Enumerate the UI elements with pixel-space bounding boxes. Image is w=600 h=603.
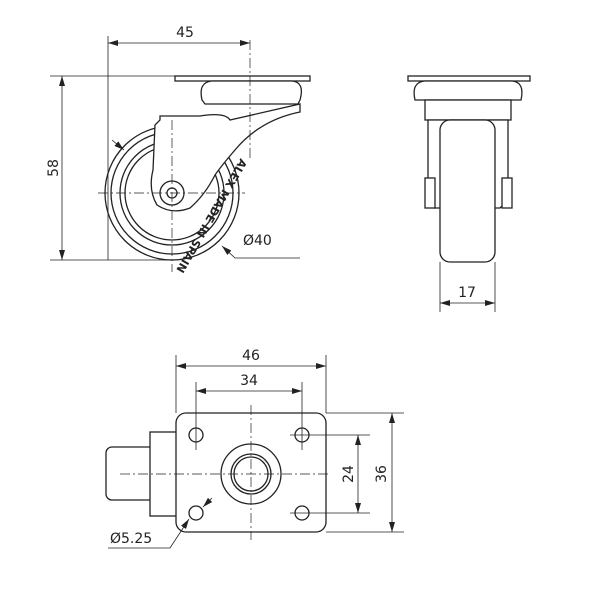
dim-58: 58: [46, 159, 62, 177]
dim-dia-5-25: Ø5.25: [110, 531, 152, 547]
dim-46: 46: [242, 348, 260, 364]
dim-45: 45: [176, 25, 194, 41]
dim-36: 36: [374, 465, 390, 483]
swivel-hub: [200, 80, 303, 105]
side-view: 17: [407, 75, 531, 312]
front-view: ALEX MADE IN SPAIN 45 58 Ø40: [46, 25, 311, 275]
side-axle-right: [501, 177, 513, 209]
top-view: 46 34 24 36 Ø5.25: [105, 348, 404, 549]
side-plate: [407, 75, 531, 82]
hole-dia-leader: [108, 518, 190, 549]
mounting-hole: [188, 505, 204, 521]
side-hub: [413, 80, 523, 101]
side-axle-left: [424, 177, 436, 209]
dim-17: 17: [458, 285, 476, 301]
dim-34: 34: [240, 373, 258, 389]
dia-leader: [221, 245, 300, 259]
dia-arrow: [111, 139, 125, 151]
dim-24: 24: [341, 465, 357, 483]
hole-dia-arrow: [202, 497, 213, 508]
fork: [150, 103, 301, 212]
mounting-plate: [174, 75, 311, 82]
side-fork-top: [424, 99, 512, 121]
side-wheel: [439, 119, 496, 263]
dim-dia-40: Ø40: [243, 233, 272, 249]
